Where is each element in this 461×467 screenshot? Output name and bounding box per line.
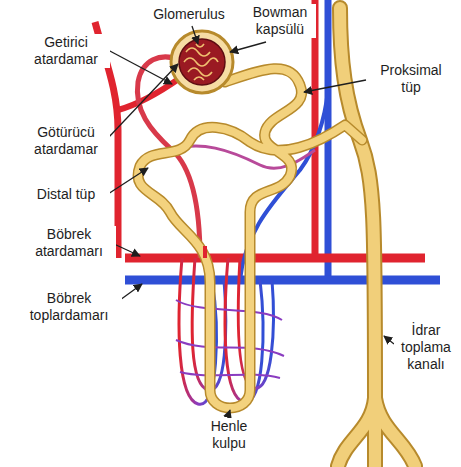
leader-line xyxy=(114,244,140,256)
capillary xyxy=(176,300,284,378)
vasa-recta xyxy=(238,258,273,388)
leader-line xyxy=(384,336,394,344)
glomerulus xyxy=(179,39,225,85)
part-label: Henle kulpu xyxy=(198,418,260,452)
leader-line xyxy=(108,64,178,138)
part-label: Böbrek atardamarı xyxy=(22,226,116,260)
part-label: Böbrek toplardamarı xyxy=(16,290,122,324)
bowman-capsule xyxy=(171,31,233,93)
leader-line xyxy=(120,284,142,300)
part-label: Distal tüp xyxy=(22,186,110,203)
artery xyxy=(312,0,319,258)
artery xyxy=(203,246,207,258)
leader-lines xyxy=(108,26,394,416)
vasa-recta xyxy=(225,258,263,402)
part-label: Glomerulus xyxy=(148,6,230,23)
part-label: Bowman kapsülü xyxy=(244,4,316,38)
part-label: Getirici atardamar xyxy=(22,34,110,68)
leader-line xyxy=(108,168,148,194)
glomerulus-capillaries xyxy=(184,44,218,80)
leader-line xyxy=(228,410,230,416)
leader-line xyxy=(108,50,172,84)
part-label: İdrar toplama kanalı xyxy=(394,322,458,373)
tubule-outline xyxy=(138,69,362,408)
leader-line xyxy=(304,80,366,92)
leader-line xyxy=(230,42,266,52)
leader-line xyxy=(192,26,198,44)
part-label: Götürücü atardamar xyxy=(22,124,110,158)
renal-vein xyxy=(125,276,440,285)
tubule xyxy=(138,69,362,408)
part-label: Proksimal tüp xyxy=(368,62,454,96)
